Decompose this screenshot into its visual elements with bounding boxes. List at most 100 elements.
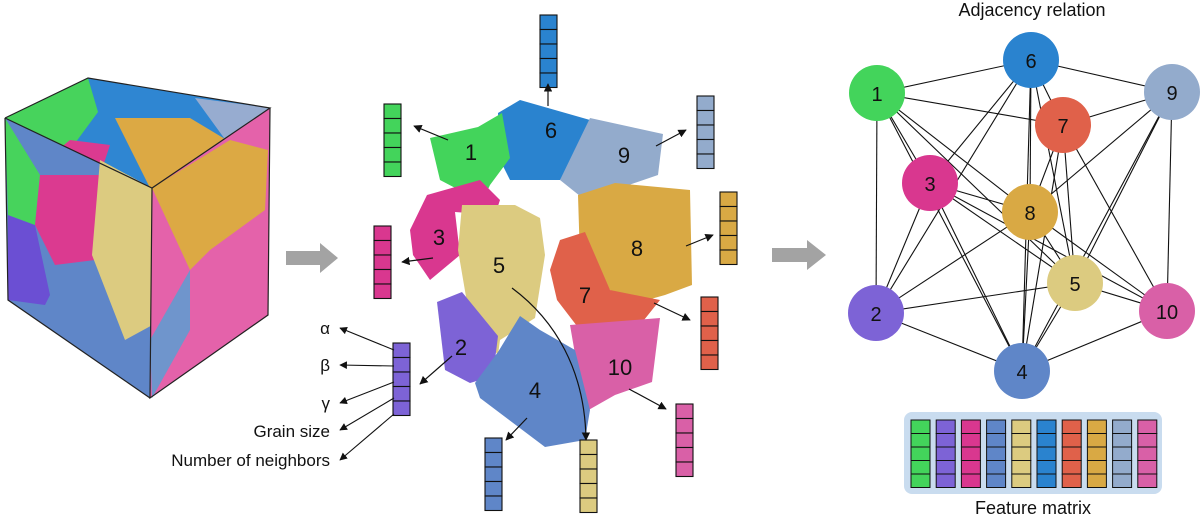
feature-matrix-cell [1036,419,1057,434]
graph-edge-3-10 [929,182,1168,312]
feature-matrix-cell [1036,446,1057,461]
feature-matrix-column-9 [1112,419,1133,488]
feature-cell [392,385,411,402]
feature-matrix-cell [1112,433,1133,448]
feature-cell [373,283,392,300]
feature-matrix-cell [1137,419,1158,434]
feature-matrix-cell [1061,446,1082,461]
feature-matrix-cell [935,419,956,434]
feature-vector-5 [579,439,598,514]
feature-matrix-cell [1112,460,1133,475]
feature-label-alpha: α [320,319,330,338]
feature-matrix-column-5 [1011,419,1032,488]
graph-node-6: 6 [1003,32,1059,88]
exploded-grains [410,100,692,447]
feature-matrix-cell [960,473,981,488]
graph-edge-3-5 [929,182,1076,284]
feature-matrix-cell [986,419,1007,434]
graph-edge-8-2 [875,211,1031,314]
feature-cell [484,480,503,497]
feature-label-grain-size: Grain size [253,422,330,441]
grain-label-9: 9 [618,143,630,168]
grain-label-10: 10 [608,355,632,380]
flow-arrow-2 [772,240,826,270]
feature-cell [700,354,719,371]
feature-cell [675,461,694,478]
graph-edge-8-10 [1029,211,1168,312]
graph-edge-7-10 [1062,124,1168,312]
feature-cell [383,132,402,149]
feature-cell [484,466,503,483]
grain-9-shape [560,118,663,200]
graph-edge-9-8 [1029,91,1173,213]
feature-matrix-cell [935,433,956,448]
feature-vector-9 [696,95,715,170]
feature-matrix-cell [1112,473,1133,488]
feature-matrix-cell [1011,446,1032,461]
feature-cell [579,468,598,485]
cube-left-grain-green2 [5,118,40,225]
feature-matrix [910,419,1158,488]
grain-label-2: 2 [455,335,467,360]
feature-matrix-cell [960,460,981,475]
feature-matrix-cell [1061,419,1082,434]
feature-matrix-cell [1011,433,1032,448]
feature-cell [383,146,402,163]
feature-label-gamma: γ [322,394,331,413]
graph-node-circle [1144,64,1200,120]
cube-right-grain-yellow2 [152,140,268,270]
feature-cell [696,124,715,141]
grain-7-shape [550,232,660,330]
feature-vector-4 [484,437,503,512]
graph-edge-9-10 [1166,91,1173,312]
feature-label-beta: β [320,356,330,375]
graph-edge-3-4 [929,182,1023,372]
feature-matrix-cell [1011,473,1032,488]
cube-right-grain-blue [150,270,190,398]
feature-matrix-column-6 [1036,419,1057,488]
graph-node-label: 5 [1069,274,1080,296]
feature-cell [392,342,411,359]
feature-cell [719,249,738,266]
graph-node-circle [1035,97,1091,153]
graph-edge-5-2 [875,282,1076,314]
feature-matrix-cell [1112,446,1133,461]
feature-cell [579,482,598,499]
feature-matrix-cell [1112,419,1133,434]
feature-vector-7 [700,296,719,371]
feature-cell [719,220,738,237]
graph-node-4: 4 [994,343,1050,399]
feature-vector-6 [539,14,558,89]
grain-label-3: 3 [433,225,445,250]
feature-vector-1 [383,103,402,178]
feature-matrix-cell [1036,460,1057,475]
feature-cell [539,57,558,74]
feature-matrix-title: Feature matrix [975,498,1091,518]
grain-1-shape [430,113,510,202]
graph-node-circle [848,285,904,341]
grain-label-4: 4 [529,378,541,403]
graph-node-circle [994,343,1050,399]
feature-cell [392,400,411,417]
graph-node-circle [1002,184,1058,240]
graph-node-5: 5 [1047,255,1103,311]
feature-vector-3 [373,225,392,300]
feature-matrix-cell [1086,446,1107,461]
feature-vector-2 [392,342,411,417]
graph-edges [875,59,1173,372]
feature-cell [539,43,558,60]
feature-matrix-column-4 [986,419,1007,488]
graph-edge-1-8 [876,92,1031,213]
feature-cell [675,417,694,434]
grain-label-7: 7 [579,283,591,308]
feature-matrix-cell [1036,473,1057,488]
feature-label-neighbors: Number of neighbors [171,451,330,470]
feature-matrix-cell [1137,460,1158,475]
feature-matrix-cell [1011,419,1032,434]
feature-matrix-cell [910,419,931,434]
feature-cell [719,234,738,251]
feature-matrix-column-1 [910,419,931,488]
feature-matrix-cell [935,473,956,488]
feature-matrix-cell [960,433,981,448]
